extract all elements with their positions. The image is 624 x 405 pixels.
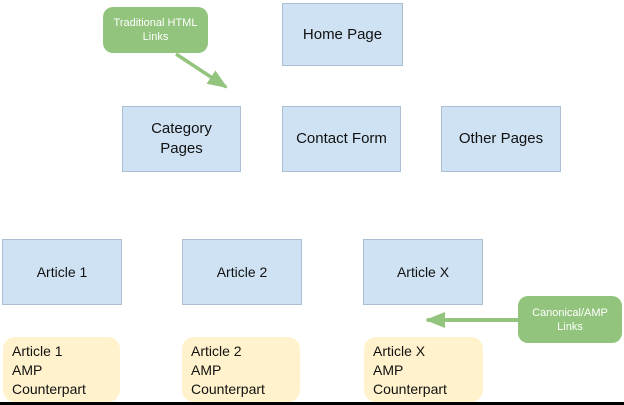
- node-other-pages: Other Pages: [441, 106, 561, 172]
- callout-canonical-amp-links: Canonical/AMP Links: [518, 296, 622, 343]
- node-article-1-amp-counterpart: Article 1 AMP Counterpart: [3, 337, 120, 402]
- node-category-pages: Category Pages: [122, 106, 241, 172]
- node-article-2: Article 2: [182, 239, 302, 305]
- node-article-x-amp-counterpart: Article X AMP Counterpart: [364, 337, 483, 402]
- node-article-2-amp-counterpart: Article 2 AMP Counterpart: [182, 337, 300, 402]
- traditional-links-arrow: [175, 52, 228, 89]
- node-contact-form: Contact Form: [282, 106, 401, 172]
- bottom-edge-bar: [0, 402, 624, 405]
- node-article-1: Article 1: [2, 239, 122, 305]
- callout-traditional-html-links: Traditional HTML Links: [103, 7, 208, 53]
- node-home-page: Home Page: [282, 3, 403, 66]
- node-article-x: Article X: [363, 239, 483, 305]
